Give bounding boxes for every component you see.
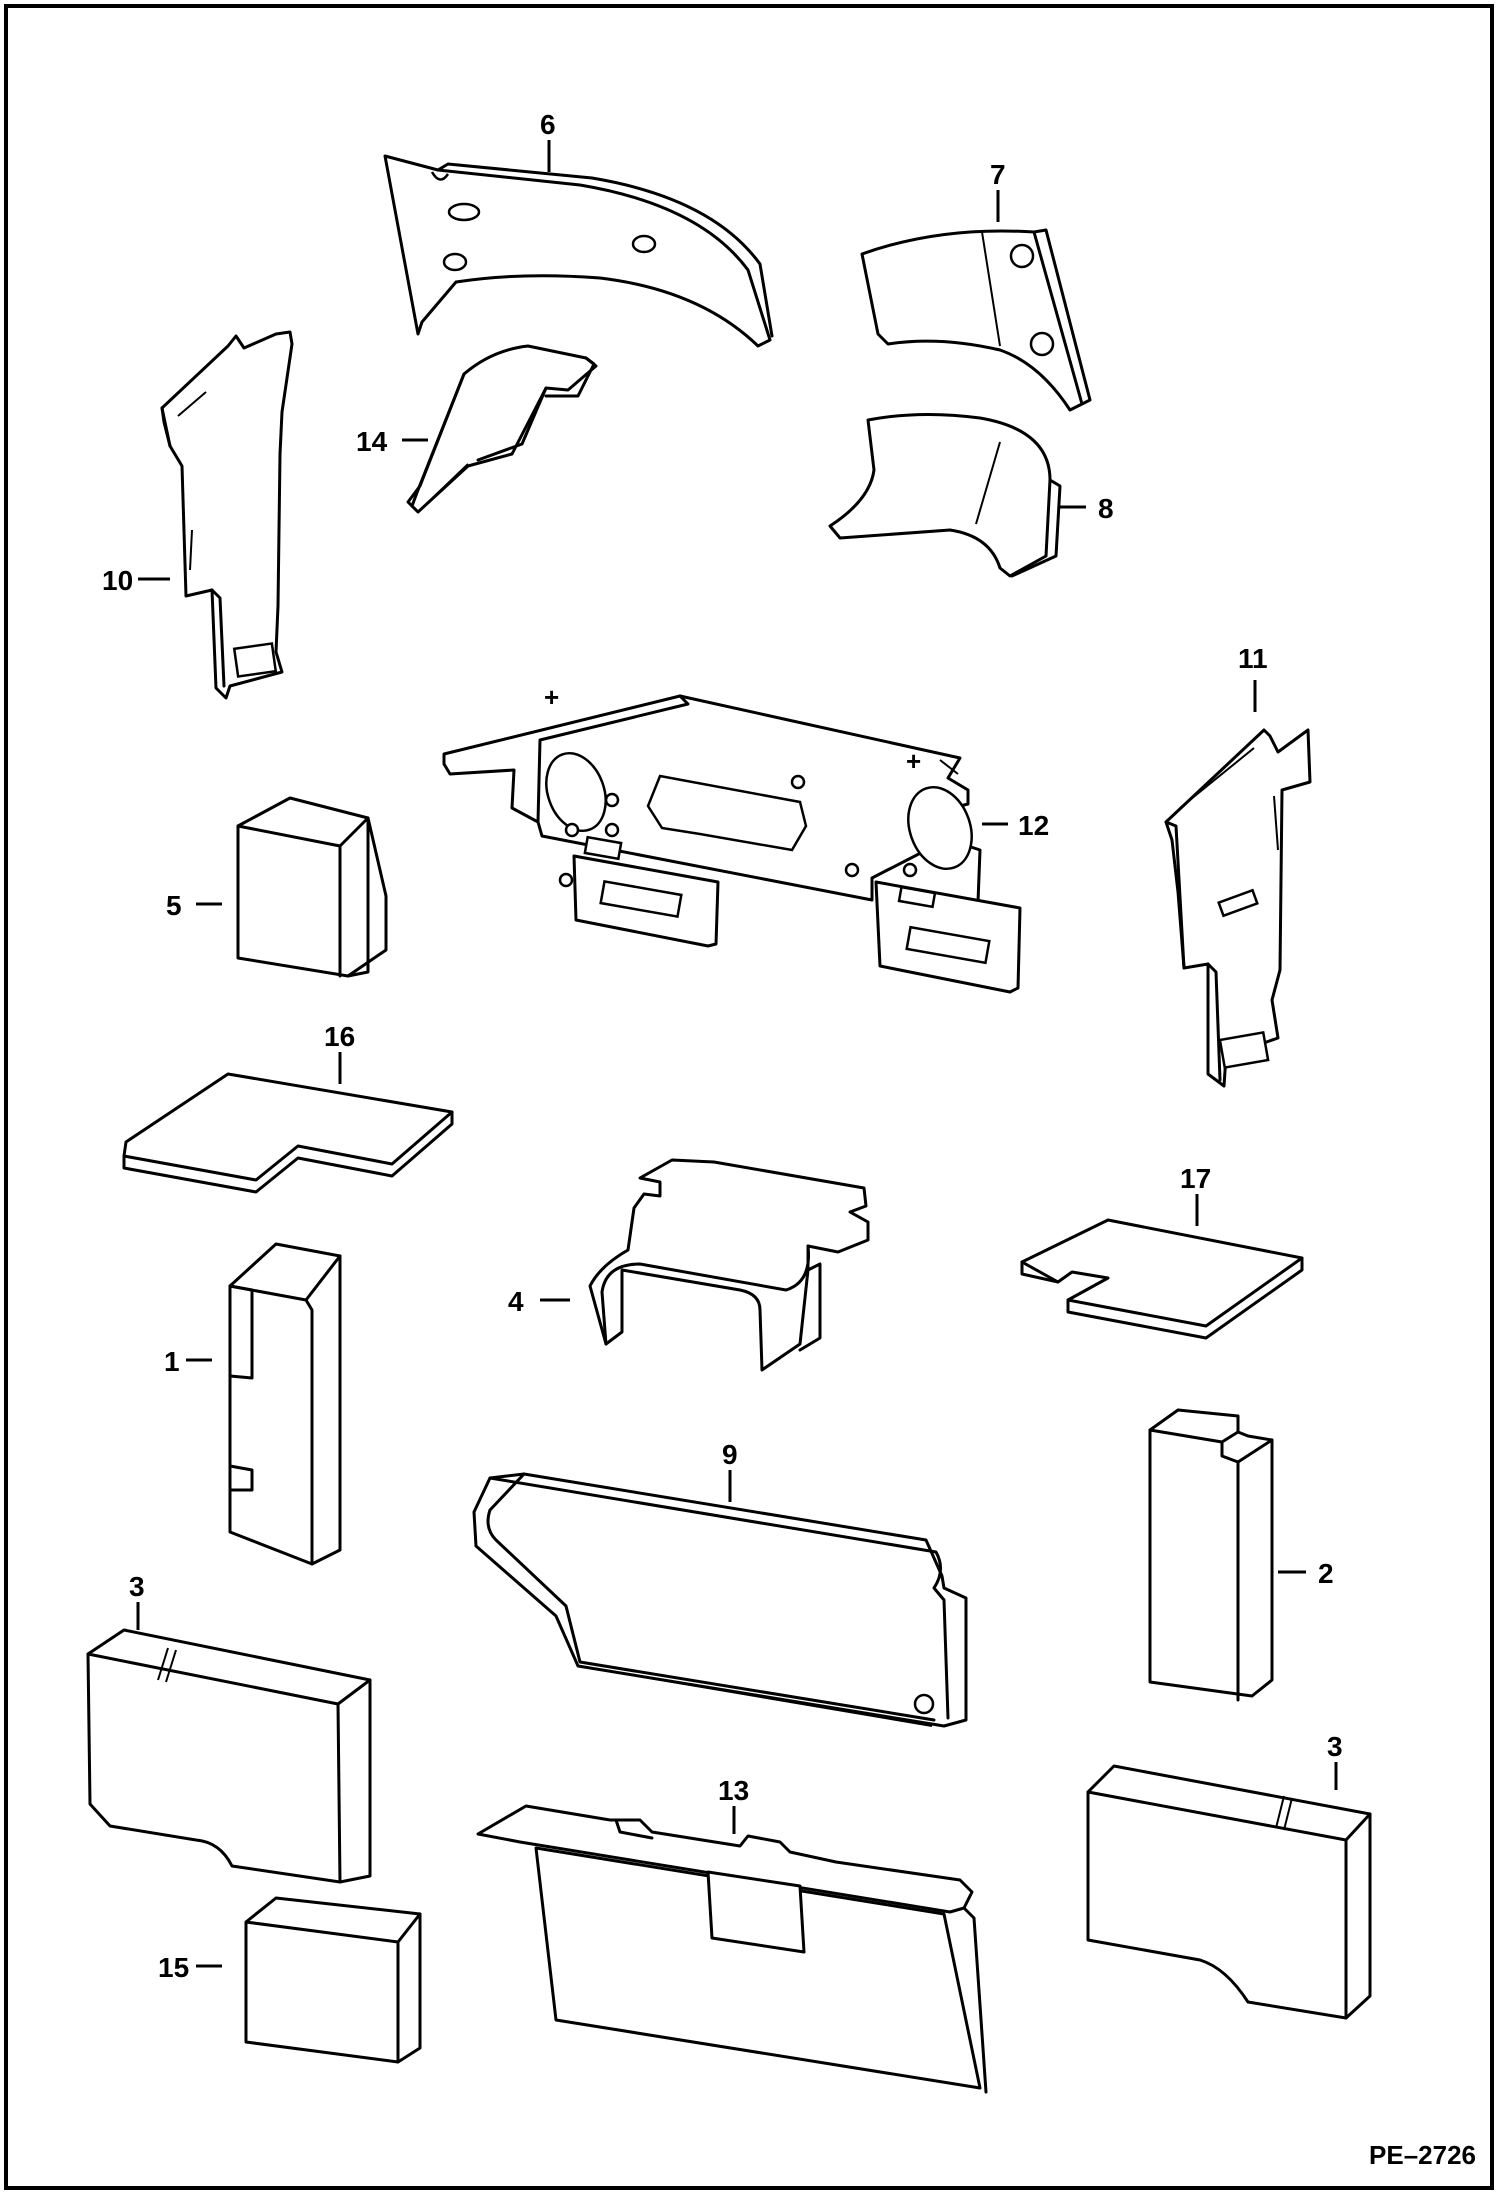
part-8-shape xyxy=(828,412,1062,578)
leader-lines xyxy=(136,140,1338,1968)
part-2-shape xyxy=(1148,1408,1274,1702)
part-14-shape xyxy=(406,344,598,514)
callout-11: 11 xyxy=(1238,643,1268,674)
callout-3-left: 3 xyxy=(129,1571,145,1602)
callout-17: 17 xyxy=(1180,1163,1211,1194)
callout-2: 2 xyxy=(1318,1558,1334,1589)
part-17-shape xyxy=(1020,1218,1304,1340)
part-11-shape xyxy=(1164,728,1312,1088)
callout-4: 4 xyxy=(508,1286,524,1317)
part-10-shape xyxy=(160,330,294,700)
callout-7: 7 xyxy=(990,159,1006,190)
callout-8: 8 xyxy=(1098,493,1114,524)
part-13-shape xyxy=(476,1804,988,2094)
part-7-shape xyxy=(860,228,1092,412)
callout-12: 12 xyxy=(1018,810,1049,841)
callout-16: 16 xyxy=(324,1021,355,1052)
part-3-right-shape xyxy=(1086,1764,1372,2020)
part-1-shape xyxy=(228,1242,342,1566)
callout-3-right: 3 xyxy=(1327,1731,1343,1762)
callout-13: 13 xyxy=(718,1775,749,1806)
part-16-shape xyxy=(122,1072,454,1194)
part-4-shape xyxy=(588,1158,870,1372)
part-12-shape: + + xyxy=(442,682,1022,994)
callout-15: 15 xyxy=(158,1952,189,1983)
callout-10: 10 xyxy=(102,565,133,596)
part-6-shape xyxy=(383,154,774,348)
part-15-shape xyxy=(244,1896,422,2064)
svg-text:+: + xyxy=(544,682,559,712)
part-9-shape xyxy=(472,1472,968,1728)
callout-9: 9 xyxy=(722,1439,738,1470)
callout-6: 6 xyxy=(540,109,556,140)
part-5-shape xyxy=(236,796,388,978)
svg-text:+: + xyxy=(906,746,921,776)
drawing-frame xyxy=(4,4,1494,2190)
callout-14: 14 xyxy=(356,426,388,457)
callout-5: 5 xyxy=(166,890,182,921)
drawing-reference-code: PE–2726 xyxy=(1369,2140,1476,2170)
callout-1: 1 xyxy=(164,1346,180,1377)
part-3-left-shape xyxy=(86,1628,372,1884)
